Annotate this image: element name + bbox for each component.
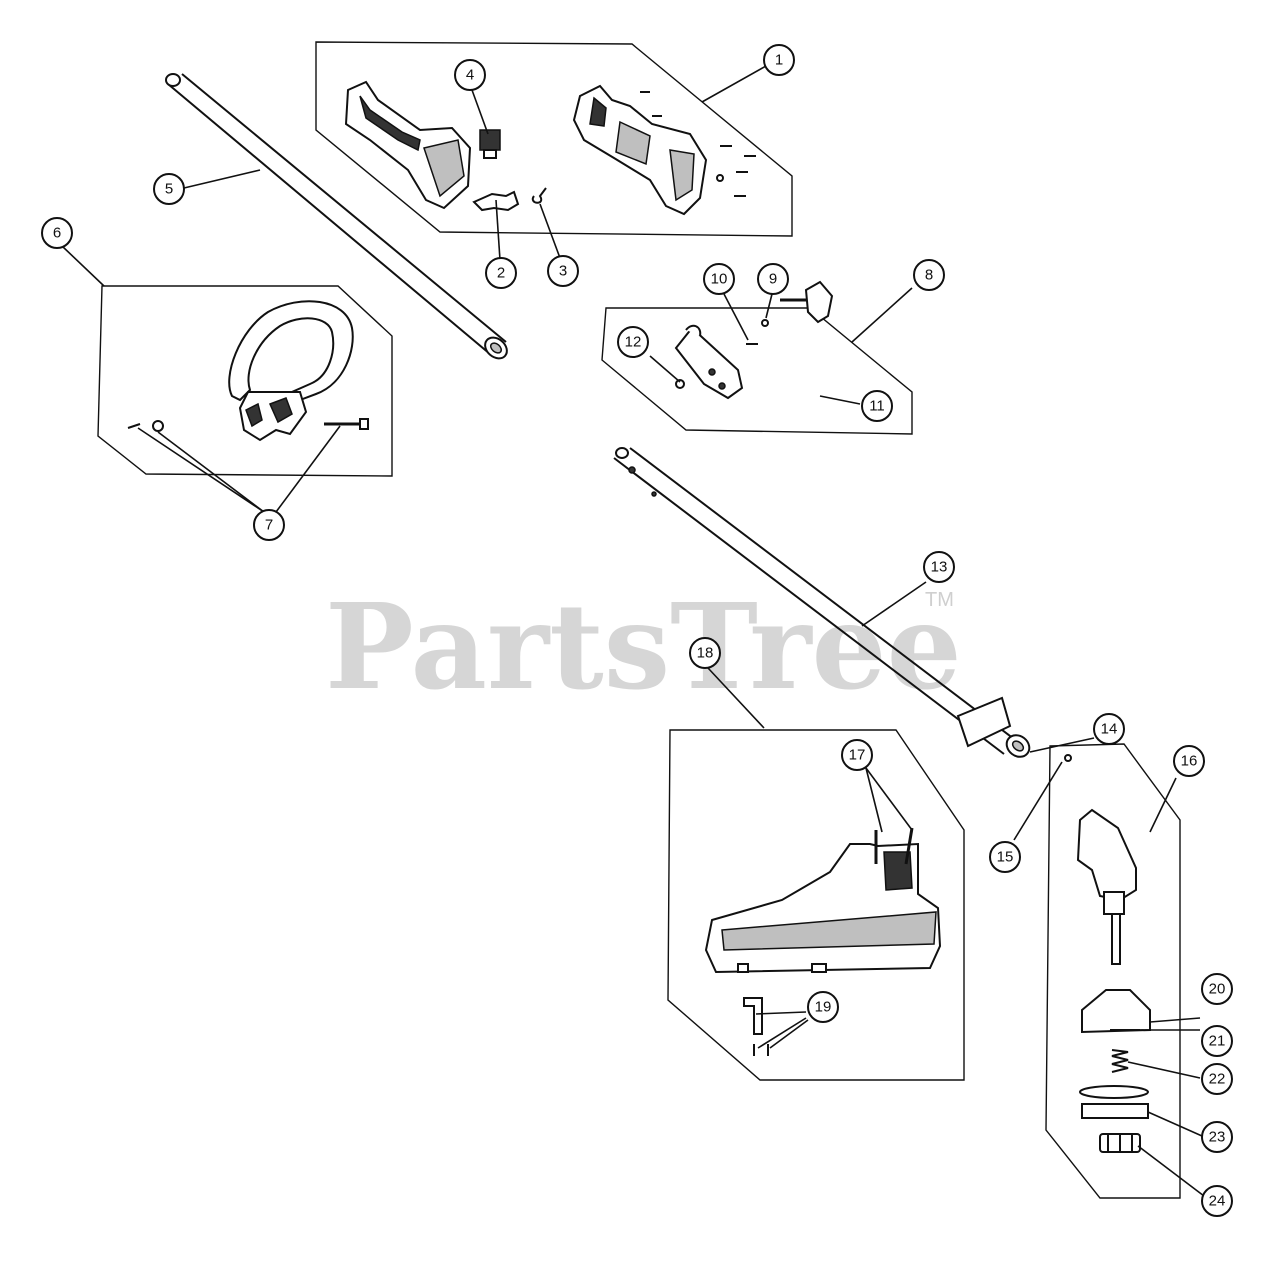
part-head-screw [1064, 754, 1072, 762]
svg-text:3: 3 [559, 263, 567, 280]
svg-text:4: 4 [466, 67, 474, 84]
callout-4: 4 [454, 59, 486, 91]
callout-22: 22 [1201, 1063, 1233, 1095]
callout-19: 19 [807, 991, 839, 1023]
part-spring-head[interactable] [1111, 1049, 1129, 1073]
svg-text:7: 7 [265, 517, 273, 534]
part-coupler-body[interactable] [674, 324, 744, 400]
part-assist-handle[interactable] [228, 300, 354, 442]
callout-7: 7 [253, 509, 285, 541]
svg-text:19: 19 [815, 999, 832, 1016]
part-shaft-clamp[interactable] [956, 696, 1034, 761]
callout-2: 2 [485, 257, 517, 289]
watermark-tm: TM [925, 589, 954, 611]
part-guard[interactable] [704, 842, 942, 974]
callout-14: 14 [1093, 713, 1125, 745]
svg-text:8: 8 [925, 267, 933, 284]
svg-text:10: 10 [711, 271, 728, 288]
svg-text:1: 1 [775, 52, 783, 69]
svg-text:9: 9 [769, 271, 777, 288]
part-upper-shaft[interactable] [165, 73, 511, 363]
panel-guard [667, 729, 965, 1081]
callout-24: 24 [1201, 1185, 1233, 1217]
callout-12: 12 [617, 326, 649, 358]
svg-text:5: 5 [165, 181, 173, 198]
part-hex-key[interactable] [743, 997, 763, 1035]
part-switch[interactable] [479, 129, 501, 159]
part-housing-right[interactable] [572, 84, 708, 216]
callout-20: 20 [1201, 973, 1233, 1005]
part-knob[interactable] [780, 280, 834, 324]
svg-text:23: 23 [1209, 1129, 1226, 1146]
callout-10: 10 [703, 263, 735, 295]
part-screws-housing [640, 91, 756, 197]
callout-8: 8 [913, 259, 945, 291]
part-coupler-small [675, 319, 769, 389]
svg-text:16: 16 [1181, 753, 1198, 770]
part-spool[interactable] [1079, 1085, 1149, 1119]
svg-text:6: 6 [53, 225, 61, 242]
svg-text:24: 24 [1209, 1193, 1226, 1210]
callout-13: 13 [923, 551, 955, 583]
callout-17: 17 [841, 739, 873, 771]
svg-text:11: 11 [869, 398, 885, 415]
part-housing-left[interactable] [344, 80, 472, 210]
svg-text:13: 13 [931, 559, 948, 576]
watermark-text: PartsTree [325, 577, 962, 716]
svg-text:12: 12 [625, 334, 642, 351]
part-gear-head[interactable] [1076, 808, 1137, 965]
svg-text:18: 18 [697, 645, 714, 662]
callout-11: 11 [861, 390, 893, 422]
svg-text:21: 21 [1209, 1033, 1226, 1050]
svg-text:20: 20 [1209, 981, 1226, 998]
part-guard-bolts [753, 1044, 769, 1056]
leader-lines [61, 65, 1205, 1197]
part-lower-shaft[interactable] [613, 447, 1019, 755]
callout-23: 23 [1201, 1121, 1233, 1153]
part-spring[interactable] [531, 187, 547, 204]
part-bump-knob[interactable] [1099, 1133, 1141, 1153]
svg-text:2: 2 [497, 265, 505, 282]
callout-5: 5 [153, 173, 185, 205]
panel-head [1045, 743, 1181, 1199]
panel-assist-handle [97, 285, 393, 477]
callout-15: 15 [989, 841, 1021, 873]
callout-16: 16 [1173, 745, 1205, 777]
callout-1: 1 [763, 44, 795, 76]
part-assist-hardware [127, 418, 369, 432]
callout-21: 21 [1201, 1025, 1233, 1057]
part-spool-housing[interactable] [1081, 989, 1151, 1034]
callout-6: 6 [41, 217, 73, 249]
callout-9: 9 [757, 263, 789, 295]
svg-text:14: 14 [1101, 721, 1118, 738]
svg-text:15: 15 [997, 849, 1014, 866]
part-guard-screws [874, 827, 914, 865]
panel-handle-housing [315, 41, 793, 237]
callout-18: 18 [689, 637, 721, 669]
svg-text:17: 17 [849, 747, 866, 764]
svg-text:22: 22 [1209, 1071, 1226, 1088]
callout-3: 3 [547, 255, 579, 287]
